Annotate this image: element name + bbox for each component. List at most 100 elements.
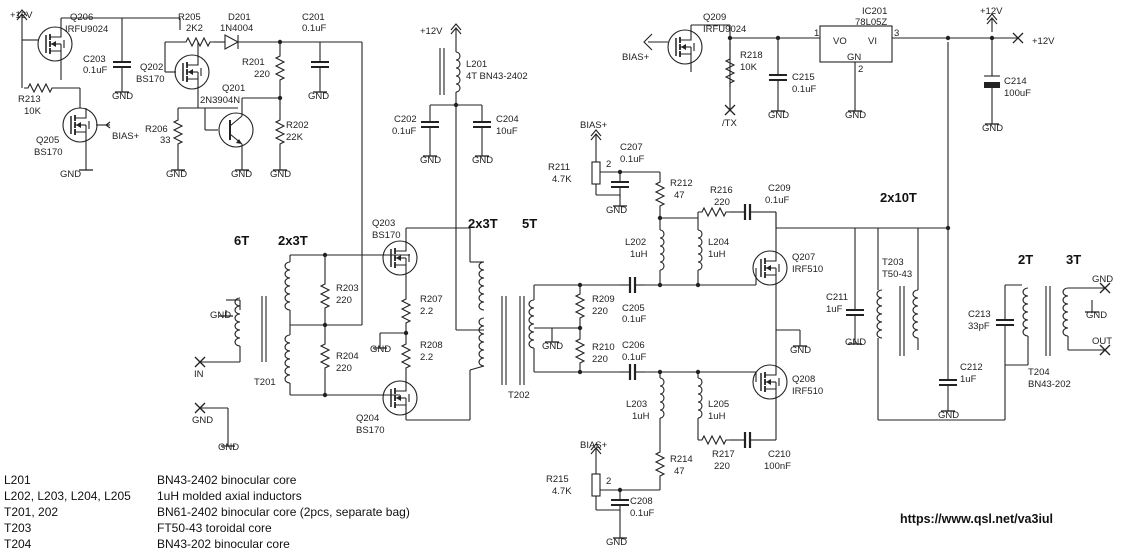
note-desc-2: BN61-2402 binocular core (2pcs, separate… xyxy=(157,505,410,519)
label-c211-val: 1uF xyxy=(826,304,843,315)
label-r206: R206 xyxy=(145,124,168,135)
label-gnd-in2: GND xyxy=(218,442,239,453)
label-bias-out: BIAS+ xyxy=(622,52,650,63)
label-c204: C204 xyxy=(496,114,519,125)
label-t201: T201 xyxy=(254,377,276,388)
label-q208: Q208 xyxy=(792,374,815,385)
label-gnd-r206: GND xyxy=(166,169,187,180)
label-d201-type: 1N4004 xyxy=(220,23,253,34)
note-ref-3: T203 xyxy=(4,521,32,535)
label-turns-2x3t-a: 2x3T xyxy=(278,233,308,248)
label-r201: R201 xyxy=(242,57,265,68)
label-c215-val: 0.1uF xyxy=(792,84,816,95)
q207-bias-section xyxy=(590,129,808,347)
label-q207-type: IRF510 xyxy=(792,264,823,275)
label-r204-val: 220 xyxy=(336,363,352,374)
label-d201: D201 xyxy=(228,12,251,23)
label-ic-gn: GN xyxy=(847,52,861,63)
label-q205: Q205 xyxy=(36,135,59,146)
label-v12-b: +12V xyxy=(420,26,443,37)
label-c215: C215 xyxy=(792,72,815,83)
label-r211: R211 xyxy=(548,162,570,173)
label-q205-type: BS170 xyxy=(34,147,63,158)
label-c209: C209 xyxy=(768,183,791,194)
label-t204: T204 xyxy=(1028,367,1050,378)
label-t202: T202 xyxy=(508,390,530,401)
label-r214: R214 xyxy=(670,454,693,465)
label-r218: R218 xyxy=(740,50,763,61)
label-t203-val: T50-43 xyxy=(882,269,912,280)
label-q204: Q204 xyxy=(356,413,379,424)
note-desc-0: BN43-2402 binocular core xyxy=(157,473,297,487)
label-c210-val: 100nF xyxy=(764,461,791,472)
label-q202: Q202 xyxy=(140,62,163,73)
note-desc-3: FT50-43 toroidal core xyxy=(157,521,272,535)
label-r214-val: 47 xyxy=(674,466,685,477)
label-r210: R210 xyxy=(592,342,615,353)
label-r212: R212 xyxy=(670,178,693,189)
label-r202: R202 xyxy=(286,120,309,131)
label-q203-type: BS170 xyxy=(372,230,401,241)
label-c205: C205 xyxy=(622,303,645,314)
website-url: https://www.qsl.net/va3iul xyxy=(900,512,1053,526)
label-t203: T203 xyxy=(882,257,904,268)
label-gnd-t202: GND xyxy=(542,341,563,352)
label-c207-val: 0.1uF xyxy=(620,154,644,165)
label-pin2: 2 xyxy=(858,64,863,75)
label-r208-val: 2.2 xyxy=(420,352,433,363)
label-in: IN xyxy=(194,369,204,380)
label-r216-val: 220 xyxy=(714,197,730,208)
label-q206: Q206 xyxy=(70,12,93,23)
label-t204-val: BN43-202 xyxy=(1028,379,1071,390)
t202-section xyxy=(519,275,756,385)
label-gnd-in: GND xyxy=(192,415,213,426)
label-c206: C206 xyxy=(622,340,645,351)
label-q201-type: 2N3904N xyxy=(200,95,240,106)
label-turns-3t: 3T xyxy=(1066,252,1081,267)
label-gnd-out1: GND xyxy=(1092,274,1113,285)
label-r209-val: 220 xyxy=(592,306,608,317)
label-c214: C214 xyxy=(1004,76,1027,87)
label-turns-6t: 6T xyxy=(234,233,249,248)
label-gnd-c211: GND xyxy=(845,337,866,348)
label-v12-a: +12V xyxy=(10,10,33,21)
label-c209-val: 0.1uF xyxy=(765,195,789,206)
label-r215-val: 4.7K xyxy=(552,486,572,497)
label-ic-vo: VO xyxy=(833,36,847,47)
label-ic-vi: VI xyxy=(868,36,877,47)
parts-notes: L201 BN43-2402 binocular core L202, L203… xyxy=(4,473,410,551)
label-r217-val: 220 xyxy=(714,461,730,472)
label-r211-pin: 2 xyxy=(606,159,611,170)
label-c204-val: 10uF xyxy=(496,126,518,137)
label-l201-val: 4T BN43-2402 xyxy=(466,71,528,82)
label-c208: C208 xyxy=(630,496,653,507)
label-l203: L203 xyxy=(626,399,647,410)
label-r216: R216 xyxy=(710,185,733,196)
label-r202-val: 22K xyxy=(286,132,304,143)
t201-section xyxy=(194,228,410,447)
label-r213-val: 10K xyxy=(24,106,42,117)
label-gnd-c202: GND xyxy=(420,155,441,166)
label-l204: L204 xyxy=(708,237,729,248)
label-r213: R213 xyxy=(18,94,41,105)
label-c201-val: 0.1uF xyxy=(302,23,326,34)
label-r201-val: 220 xyxy=(254,69,270,80)
label-r215: R215 xyxy=(546,474,569,485)
label-c203-val: 0.1uF xyxy=(83,65,107,76)
q208-bias-section xyxy=(590,330,788,539)
label-gnd-q205: GND xyxy=(60,169,81,180)
label-c203: C203 xyxy=(83,54,106,65)
label-gnd-c203: GND xyxy=(112,91,133,102)
label-gnd-c215: GND xyxy=(768,110,789,121)
label-r212-val: 47 xyxy=(674,190,685,201)
label-r205-val: 2K2 xyxy=(186,23,203,34)
label-r206-val: 33 xyxy=(160,135,171,146)
label-c202: C202 xyxy=(394,114,417,125)
label-gnd-r208: GND xyxy=(370,344,391,355)
label-q203: Q203 xyxy=(372,218,395,229)
label-r210-val: 220 xyxy=(592,354,608,365)
bias-switch-section xyxy=(16,9,363,228)
label-l202-val: 1uH xyxy=(630,249,648,260)
